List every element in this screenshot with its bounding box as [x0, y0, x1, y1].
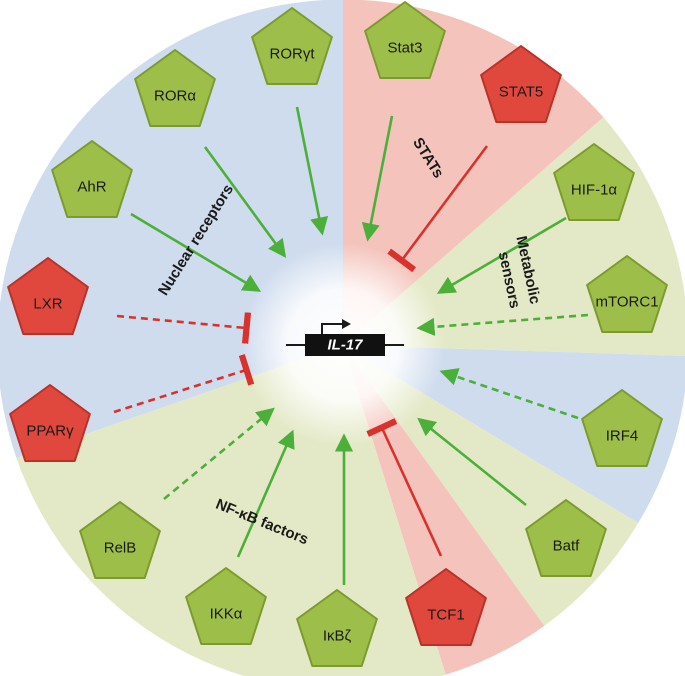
node-stat5-shape	[480, 45, 562, 123]
arrowhead-icon	[342, 319, 351, 329]
gene-label: IL-17	[327, 337, 363, 354]
edge-rorgt	[295, 106, 329, 236]
node-ikka-shape	[185, 567, 267, 645]
node-batf: Batf	[525, 499, 607, 577]
node-irf4-label: IRF4	[606, 428, 639, 445]
node-stat3-shape	[364, 1, 446, 79]
node-hif1a-shape	[553, 143, 635, 221]
node-ahr: AhR	[51, 140, 133, 218]
edge-hif1a	[436, 216, 567, 294]
gene-box	[305, 334, 385, 356]
node-mtorc1-label: mTORC1	[595, 294, 658, 311]
edge-stat3	[361, 115, 394, 242]
edge-rora	[203, 146, 287, 258]
node-stat5: STAT5	[480, 45, 562, 123]
node-rora-shape	[134, 49, 216, 127]
node-lxr-shape	[7, 257, 89, 335]
node-rorgt: RORγt	[251, 7, 333, 85]
node-batf-label: Batf	[553, 538, 581, 555]
node-batf-shape	[525, 499, 607, 577]
il17-gene: IL-17	[286, 319, 404, 356]
transcription-start-arrow	[321, 323, 345, 334]
node-lxr: LXR	[7, 257, 89, 335]
node-pparg-label: PPARγ	[26, 423, 74, 440]
edge-ikka	[236, 429, 295, 558]
node-ikbz-label: IκBζ	[323, 628, 352, 645]
node-ahr-label: AhR	[77, 179, 106, 196]
node-ahr-shape	[51, 140, 133, 218]
node-tcf1-shape	[405, 568, 487, 646]
node-rora: RORα	[134, 49, 216, 127]
regulation-arrows	[113, 106, 589, 585]
node-ikka: IKKα	[185, 567, 267, 645]
node-tcf1: TCF1	[405, 568, 487, 646]
edge-stat5	[387, 145, 489, 273]
node-mtorc1: mTORC1	[586, 255, 668, 333]
node-rorgt-label: RORγt	[270, 46, 316, 63]
node-rora-label: RORα	[154, 88, 196, 105]
node-pparg-shape	[9, 384, 91, 462]
node-mtorc1-shape	[586, 255, 668, 333]
edge-mtorc1	[416, 313, 589, 336]
node-relb-shape	[79, 501, 161, 579]
node-rorgt-shape	[251, 7, 333, 85]
node-irf4: IRF4	[581, 389, 663, 467]
edge-lxr	[116, 312, 252, 344]
edge-ahr	[130, 212, 262, 292]
node-stat5-label: STAT5	[499, 84, 543, 101]
node-tcf1-label: TCF1	[427, 607, 465, 624]
node-stat3-label: Stat3	[387, 40, 422, 57]
node-hif1a-label: HIF-1α	[571, 182, 618, 199]
edge-tcf1	[366, 418, 443, 557]
node-ikbz-shape	[296, 589, 378, 667]
node-pparg: PPARγ	[9, 384, 91, 462]
node-relb: RelB	[79, 501, 161, 579]
edge-batf	[417, 417, 527, 507]
node-stat3: Stat3	[364, 1, 446, 79]
node-ikka-label: IKKα	[210, 606, 243, 623]
node-hif1a: HIF-1α	[553, 143, 635, 221]
node-ikbz: IκBζ	[296, 589, 378, 667]
node-lxr-label: LXR	[33, 296, 62, 313]
node-relb-label: RelB	[104, 540, 137, 557]
node-irf4-shape	[581, 389, 663, 467]
